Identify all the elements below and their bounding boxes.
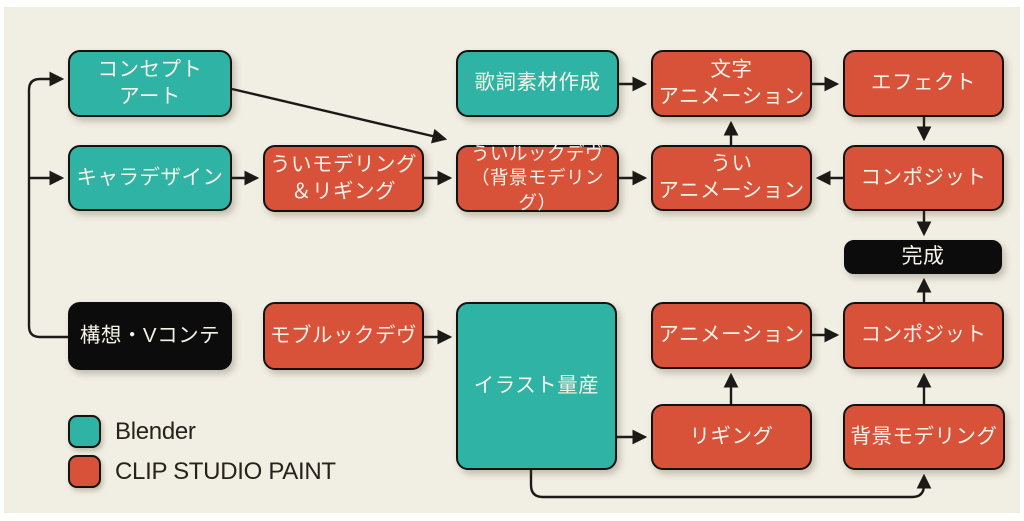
node-ui-modeling-rigging: ういモデリング ＆リギング: [263, 145, 424, 212]
node-effect: エフェクト: [843, 50, 1004, 117]
node-ui-lookdev: ういルックデヴ （背景モデリング）: [456, 143, 619, 213]
legend-label-clip-studio-paint: CLIP STUDIO PAINT: [115, 457, 336, 485]
node-concept-art: コンセプト アート: [68, 50, 232, 117]
legend-swatch-clip-studio-paint: [68, 455, 101, 488]
node-moji-animation: 文字 アニメーション: [651, 50, 812, 117]
legend-item-clip-studio-paint: CLIP STUDIO PAINT: [68, 455, 336, 488]
node-composite-top: コンポジット: [843, 145, 1004, 211]
flow-arrows: [27, 71, 932, 499]
node-animation: アニメーション: [651, 302, 812, 369]
node-kousou-vconte: 構想・Vコンテ: [68, 302, 232, 370]
node-illust-ryosan: イラスト量産: [456, 302, 617, 470]
legend-swatch-blender: [68, 415, 101, 448]
diagram-background: コンセプト アート キャラデザイン 構想・Vコンテ ういモデリング ＆リギング …: [4, 7, 1020, 513]
node-composite-bottom: コンポジット: [843, 302, 1004, 369]
node-chara-design: キャラデザイン: [68, 145, 232, 211]
node-kashi-sozai: 歌詞素材作成: [456, 50, 619, 117]
node-rigging: リギング: [651, 404, 812, 470]
arrow-illust-to-haikei-loop: [529, 470, 932, 499]
node-kansei: 完成: [844, 240, 1002, 274]
arrow-concept-to-uilookdev: [231, 87, 448, 144]
legend-label-blender: Blender: [115, 417, 196, 445]
node-ui-animation: うい アニメーション: [651, 145, 812, 211]
node-haikei-modeling: 背景モデリング: [843, 404, 1005, 470]
arrow-rail-kousou-to-concept: [27, 71, 68, 339]
legend-item-blender: Blender: [68, 415, 196, 448]
node-mob-lookdev: モブルックデヴ: [263, 302, 424, 370]
